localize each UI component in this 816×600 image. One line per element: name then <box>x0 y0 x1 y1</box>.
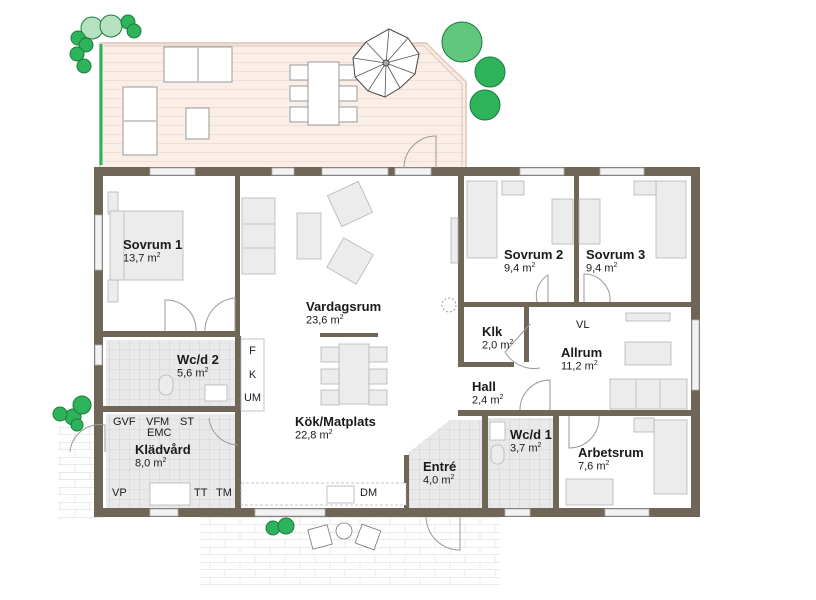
nightstand <box>107 279 119 303</box>
room-area: 22,8 m2 <box>295 429 333 442</box>
radiator <box>450 217 459 264</box>
armchair <box>326 237 374 285</box>
room-area: 23,6 m2 <box>306 314 344 327</box>
room-name: Wc/d 2 <box>177 352 219 367</box>
room-name: Klädvård <box>135 442 191 457</box>
washbasin <box>204 384 228 402</box>
room-name: Sovrum 3 <box>586 247 646 262</box>
coffee-table <box>296 212 322 260</box>
room-area: 3,7 m2 <box>510 442 542 455</box>
fixture-gvf: GVF <box>113 416 136 428</box>
room-name: Hall <box>472 379 496 394</box>
room-name: Klk <box>482 324 503 339</box>
entre-floor <box>408 420 487 510</box>
ceiling-fixture <box>441 297 457 313</box>
bed-2 <box>466 180 498 259</box>
sink <box>326 485 355 504</box>
sofa <box>241 197 276 275</box>
sofa-allrum <box>609 378 688 410</box>
outdoor-table <box>185 107 210 140</box>
room-name: Arbetsrum <box>578 445 644 460</box>
room-label-sovrum-1: Sovrum 1 13,7 m2 <box>123 237 183 265</box>
fixture-vl: VL <box>576 319 590 331</box>
room-label-sovrum-3: Sovrum 3 9,4 m2 <box>586 247 646 275</box>
toilet <box>490 444 505 465</box>
tree-cluster-right <box>441 21 506 121</box>
toilet <box>158 374 174 396</box>
tree-cluster-entry <box>52 395 295 536</box>
room-name: Sovrum 1 <box>123 237 183 252</box>
room-label-hall: Hall 2,4 m2 <box>472 379 504 407</box>
parasol-icon <box>352 28 420 98</box>
desk-arbetsrum <box>565 478 614 506</box>
fixture-vp: VP <box>112 487 127 499</box>
room-label-kok-matplats: Kök/Matplats 22,8 m2 <box>295 414 376 442</box>
shelf <box>625 312 671 322</box>
doors <box>69 135 611 551</box>
room-name: Vardagsrum <box>306 299 382 314</box>
tree-cluster-left <box>69 14 142 74</box>
washbasin <box>489 421 506 441</box>
kitchen-counter <box>240 482 407 506</box>
double-bed <box>109 210 184 281</box>
windows <box>94 167 700 517</box>
room-name: Sovrum 2 <box>504 247 564 262</box>
room-name: Entré <box>423 459 457 474</box>
room-name: Wc/d 1 <box>510 427 552 442</box>
desk-3 <box>578 198 601 245</box>
fixture-emc: EMC <box>147 427 172 439</box>
fixture-freezer: K <box>248 369 257 381</box>
furniture <box>107 180 688 506</box>
room-label-klk: Klk 2,0 m2 <box>482 324 514 352</box>
fixture-tt: TT <box>194 487 208 499</box>
room-label-kladvard: Klädvård 8,0 m2 <box>135 442 191 470</box>
room-area: 9,4 m2 <box>586 262 618 275</box>
desk-2 <box>551 198 574 245</box>
room-label-allrum: Allrum 11,2 m2 <box>561 345 603 373</box>
fixture-tm: TM <box>216 487 232 499</box>
outdoor-chairs <box>307 522 382 551</box>
laundry-sink <box>149 482 191 506</box>
room-label-wcd-1: Wc/d 1 3,7 m2 <box>510 427 552 455</box>
room-label-entre: Entré 4,0 m2 <box>423 459 457 487</box>
fixture-oven: UM <box>243 392 262 404</box>
room-area: 7,6 m2 <box>578 460 610 473</box>
room-area: 5,6 m2 <box>177 367 209 380</box>
kitchen-column <box>240 338 265 412</box>
room-area: 13,7 m2 <box>123 252 161 265</box>
room-label-sovrum-2: Sovrum 2 9,4 m2 <box>504 247 564 275</box>
room-name: Allrum <box>561 345 603 360</box>
room-area: 11,2 m2 <box>561 360 598 373</box>
bed-3 <box>655 180 687 259</box>
dining-table-outdoor <box>307 61 340 126</box>
fixture-fridge: F <box>249 345 256 357</box>
room-area: 4,0 m2 <box>423 474 455 487</box>
armchair <box>326 180 374 228</box>
room-area: 8,0 m2 <box>135 457 167 470</box>
fixture-dm: DM <box>360 487 378 499</box>
room-label-arbetsrum: Arbetsrum 7,6 m2 <box>578 445 644 473</box>
room-label-vardagsrum: Vardagsrum 23,6 m2 <box>306 299 382 327</box>
dining-table <box>338 343 370 405</box>
room-area: 2,4 m2 <box>472 394 504 407</box>
bed-arbetsrum <box>653 419 688 495</box>
room-name: Kök/Matplats <box>295 414 376 429</box>
room-area: 2,0 m2 <box>482 339 514 352</box>
fixture-vfm: VFM <box>146 416 170 428</box>
room-label-wcd-2: Wc/d 2 5,6 m2 <box>177 352 219 380</box>
tv-bench <box>624 341 672 366</box>
fixture-st: ST <box>180 416 195 428</box>
room-area: 9,4 m2 <box>504 262 536 275</box>
terrace-furniture <box>122 46 358 156</box>
